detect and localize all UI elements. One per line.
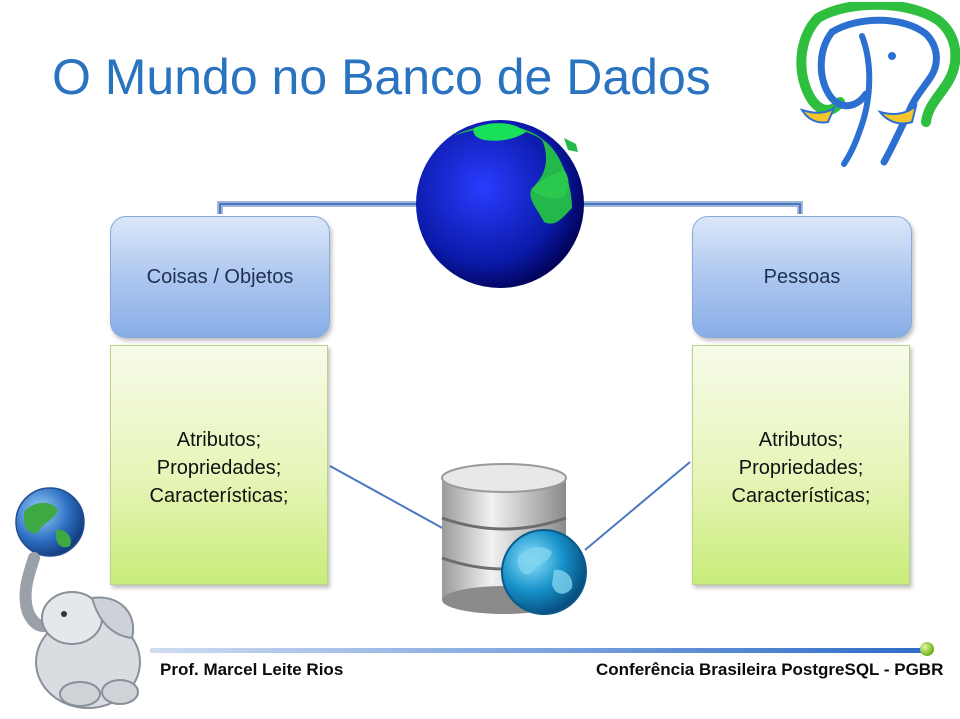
globe-icon: [416, 120, 584, 288]
footer-divider: [150, 648, 925, 653]
attributes-box-right: Atributos; Propriedades; Características…: [692, 345, 910, 585]
node-coisas-objetos: Coisas / Objetos: [110, 216, 330, 338]
node-label: Coisas / Objetos: [146, 265, 294, 288]
attribute-line: Características;: [149, 485, 289, 507]
node-label: Pessoas: [763, 265, 841, 288]
postgresql-elephant-logo: [796, 2, 960, 167]
slide-title: O Mundo no Banco de Dados: [52, 49, 711, 105]
attribute-line: Propriedades;: [738, 457, 864, 479]
database-globe-icon: [441, 463, 587, 615]
node-pessoas: Pessoas: [692, 216, 912, 338]
attribute-line: Atributos;: [758, 429, 844, 451]
attribute-line: Propriedades;: [156, 457, 282, 479]
footer-bullet: [920, 642, 934, 656]
attribute-line: Atributos;: [176, 429, 262, 451]
attribute-line: Características;: [731, 485, 871, 507]
footer-event: Conferência Brasileira PostgreSQL - PGBR: [596, 660, 944, 679]
attributes-box-left: Atributos; Propriedades; Características…: [110, 345, 328, 585]
elephant-with-globe-icon: [15, 487, 141, 709]
footer-author: Prof. Marcel Leite Rios: [160, 660, 344, 679]
